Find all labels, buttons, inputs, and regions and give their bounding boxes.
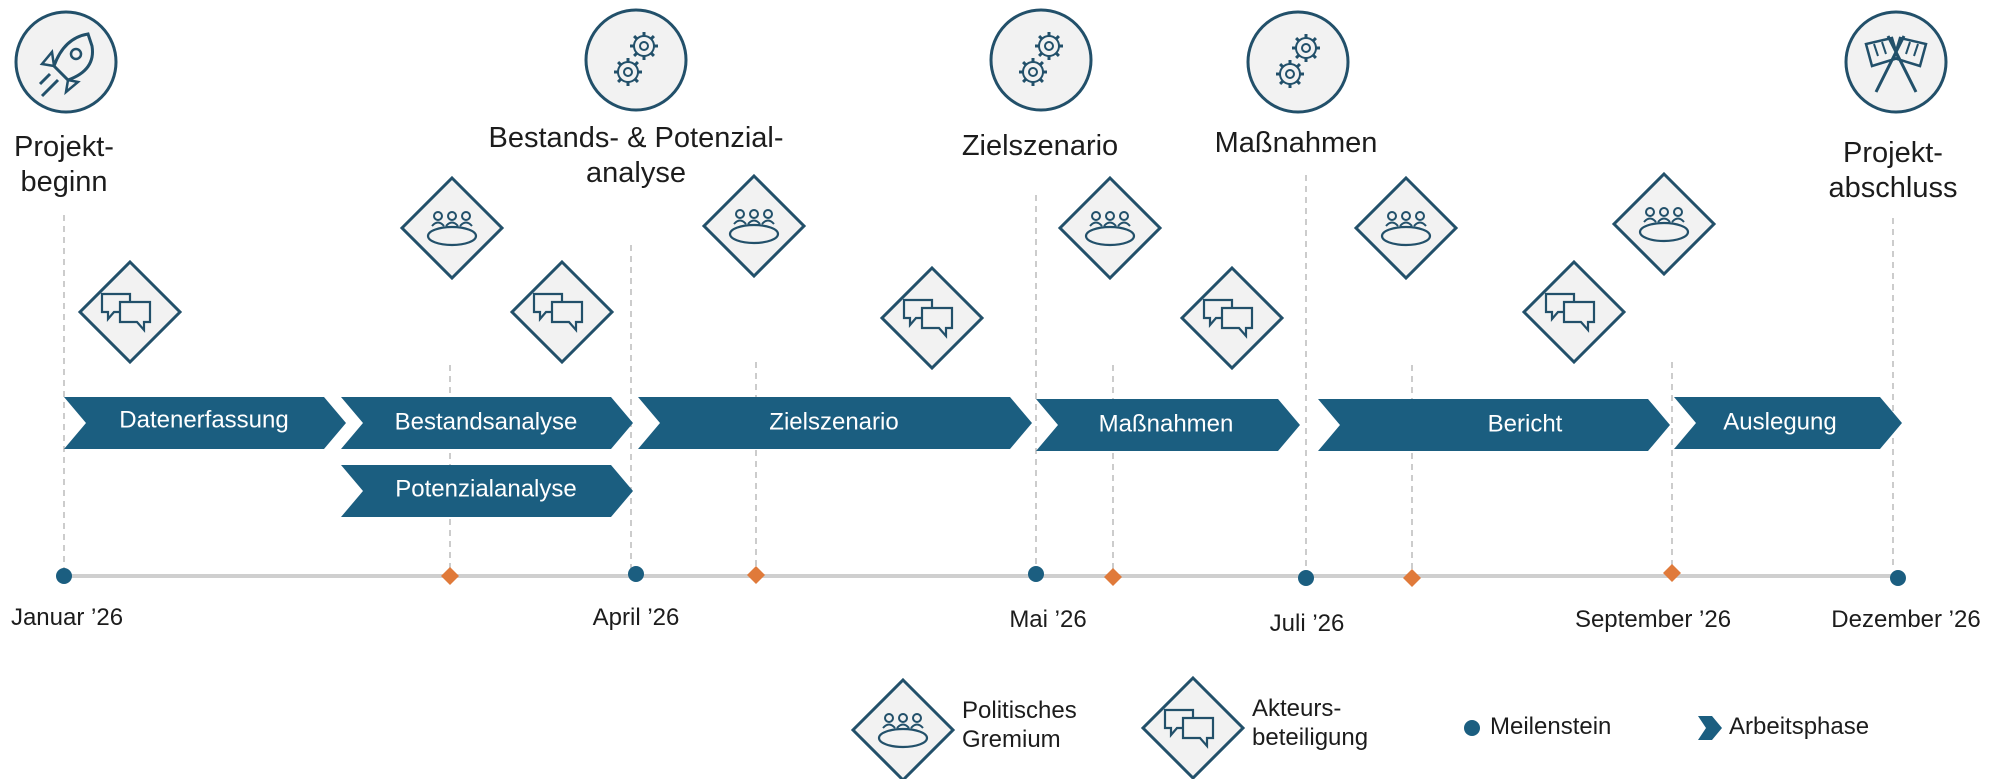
phase-arrow-potenzialanalyse bbox=[341, 465, 633, 517]
date-label-mai: Mai ’26 bbox=[1009, 606, 1087, 633]
beteiligung-icon bbox=[77, 259, 183, 365]
legend-beteiligung-icon bbox=[1140, 675, 1246, 781]
meeting-marker bbox=[747, 566, 765, 584]
meeting-marker bbox=[1663, 564, 1681, 582]
milestone-dot bbox=[1890, 570, 1906, 586]
legend-gremium-icon bbox=[850, 677, 956, 783]
milestone-title-analyse: Bestands- & Potenzial-analyse bbox=[488, 122, 784, 189]
phase-label-datenerfassung: Datenerfassung bbox=[119, 406, 289, 434]
legend-arbeitsphase-label: Arbeitsphase bbox=[1729, 713, 1870, 740]
legend-meilenstein-dot bbox=[1464, 720, 1480, 736]
milestone-title-massnahmen: Maßnahmen bbox=[1214, 127, 1378, 159]
date-label-april: April ’26 bbox=[592, 604, 680, 631]
phase-arrow-datenerfassung bbox=[64, 397, 346, 449]
beteiligung-icon bbox=[1179, 265, 1285, 371]
phase-label-zielszenario: Zielszenario bbox=[769, 408, 899, 436]
beteiligung-icon bbox=[509, 259, 615, 365]
phase-label-potenzialanalyse: Potenzialanalyse bbox=[395, 475, 577, 503]
milestone-dot bbox=[628, 566, 644, 582]
date-label-dezember: Dezember ’26 bbox=[1831, 606, 1981, 633]
milestone-dot bbox=[1028, 566, 1044, 582]
phase-label-massnahmen: Maßnahmen bbox=[1098, 410, 1234, 438]
meeting-marker bbox=[1104, 568, 1122, 586]
beteiligung-icon bbox=[1521, 259, 1627, 365]
gremium-icon bbox=[1611, 171, 1717, 277]
milestone-title-projektbeginn: Projekt-beginn bbox=[14, 131, 114, 198]
gremium-icon bbox=[399, 175, 505, 281]
beteiligung-icon bbox=[879, 265, 985, 371]
rocket-icon bbox=[14, 10, 118, 114]
gremium-icon bbox=[701, 173, 807, 279]
milestone-title-zielszenario: Zielszenario bbox=[961, 130, 1119, 162]
date-label-juli: Juli ’26 bbox=[1269, 610, 1345, 637]
gremium-icon bbox=[1353, 175, 1459, 281]
gears-icon bbox=[584, 8, 688, 112]
legend-meilenstein-label: Meilenstein bbox=[1490, 713, 1612, 740]
phase-arrow-massnahmen bbox=[1036, 399, 1300, 451]
phase-arrow-auslegung bbox=[1674, 397, 1902, 449]
phase-arrow-zielszenario bbox=[638, 397, 1032, 449]
phase-arrow-bestandsanalyse bbox=[341, 397, 633, 449]
legend-beteiligung-label: Akteurs- beteiligung bbox=[1252, 695, 1369, 751]
legend-arbeitsphase-chevron bbox=[1698, 716, 1722, 740]
milestone-title-projektabschluss: Projekt-abschluss bbox=[1828, 137, 1958, 204]
checkered-flags-icon bbox=[1844, 10, 1948, 114]
phase-label-bestandsanalyse: Bestandsanalyse bbox=[394, 408, 578, 436]
date-label-januar: Januar ’26 bbox=[10, 604, 124, 631]
phase-arrow-bericht bbox=[1318, 399, 1670, 451]
milestone-dot bbox=[1298, 570, 1314, 586]
date-label-september: September ’26 bbox=[1574, 606, 1732, 633]
meeting-marker bbox=[441, 567, 459, 585]
phase-label-auslegung: Auslegung bbox=[1723, 408, 1837, 436]
gremium-icon bbox=[1057, 175, 1163, 281]
phase-label-bericht: Bericht bbox=[1487, 410, 1563, 438]
gears-icon bbox=[1246, 10, 1350, 114]
meeting-marker bbox=[1403, 569, 1421, 587]
legend-gremium-label: Politisches Gremium bbox=[962, 697, 1077, 753]
gears-icon bbox=[989, 8, 1093, 112]
milestone-dot bbox=[56, 568, 72, 584]
